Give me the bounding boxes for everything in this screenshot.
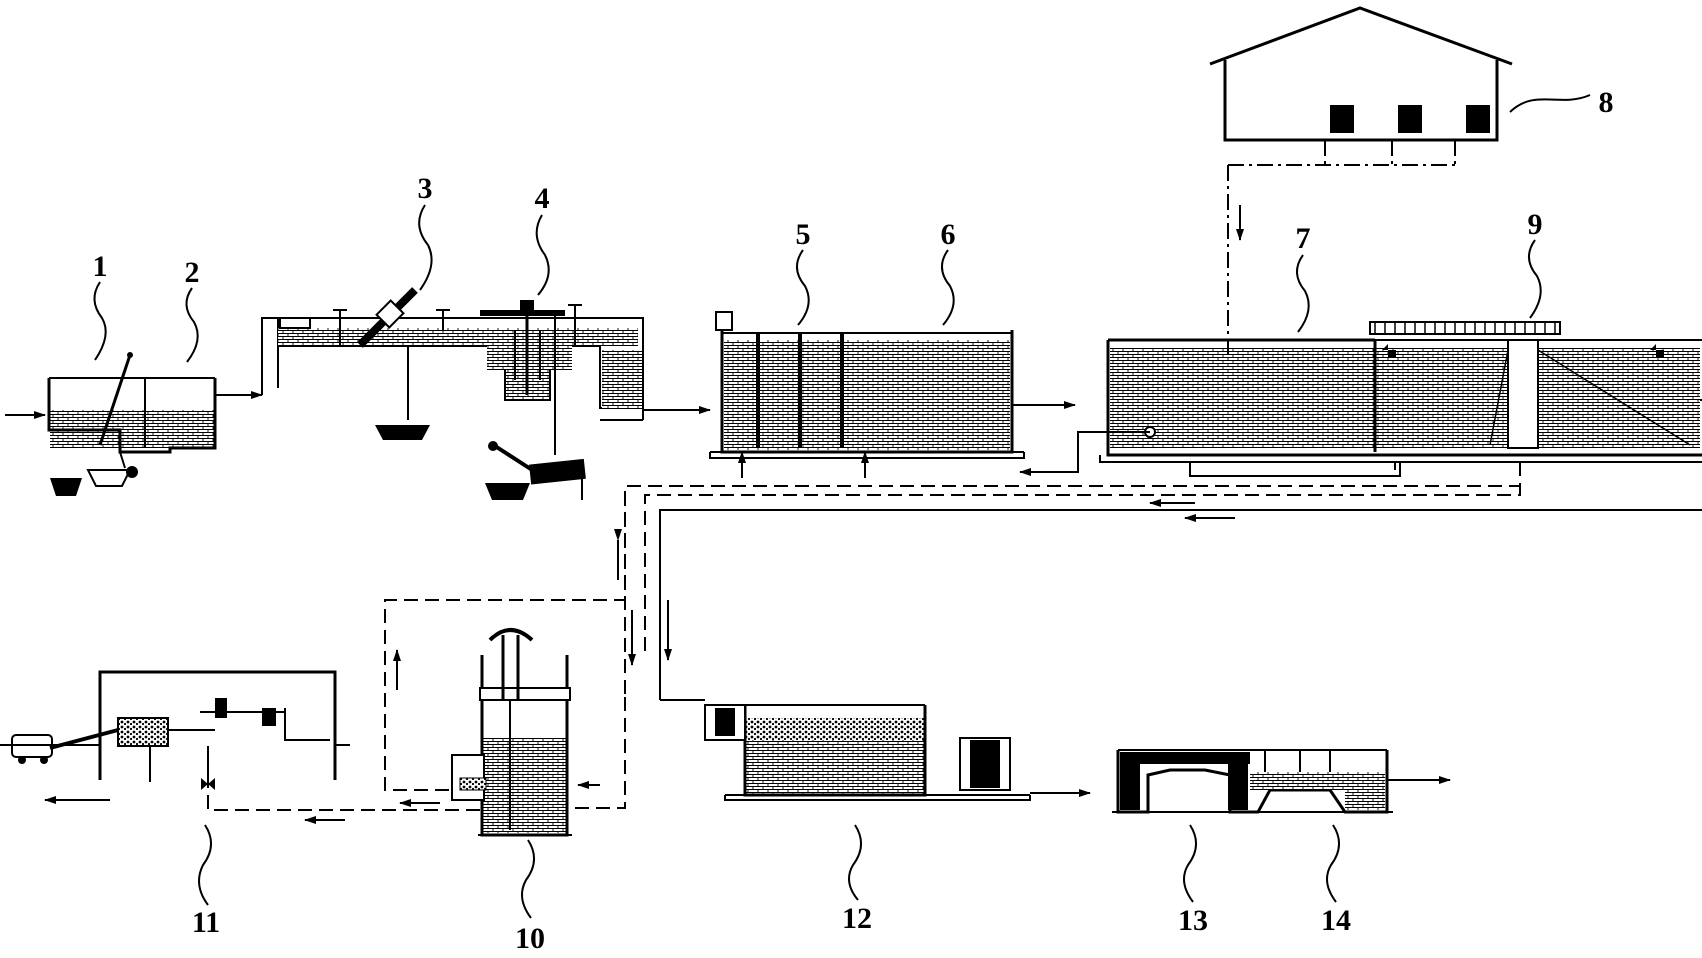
label-4: 4: [535, 182, 550, 215]
label-leaders: [93, 204, 1542, 919]
label-12: 12: [842, 902, 872, 935]
label-3: 3: [418, 172, 433, 205]
label-10: 10: [515, 922, 545, 955]
label-6: 6: [941, 218, 956, 251]
label-1: 1: [93, 250, 108, 283]
label-5: 5: [796, 218, 811, 251]
unit-10-thickener: [207, 492, 672, 837]
unit-1-2-inlet-tank: [5, 352, 263, 496]
unit-13-14-disinfection: [1112, 749, 1451, 814]
label-8: 8: [1599, 86, 1614, 119]
label-9: 9: [1528, 208, 1543, 241]
label-2: 2: [185, 256, 200, 289]
unit-8-blower-house: [1209, 6, 1591, 360]
label-14: 14: [1321, 904, 1351, 937]
unit-5-6-tank: [709, 311, 1076, 478]
label-11: 11: [192, 906, 220, 939]
unit-7-9-tank: [624, 321, 1702, 700]
unit-12-filter: [660, 699, 1091, 801]
unit-11-dewatering: [0, 670, 350, 804]
label-7: 7: [1296, 222, 1311, 255]
label-13: 13: [1178, 904, 1208, 937]
unit-labels: 1 2 3 4 5 6 7 8 9 10 11 12 13 14: [93, 86, 1614, 955]
unit-3-4-channel: [261, 287, 711, 500]
